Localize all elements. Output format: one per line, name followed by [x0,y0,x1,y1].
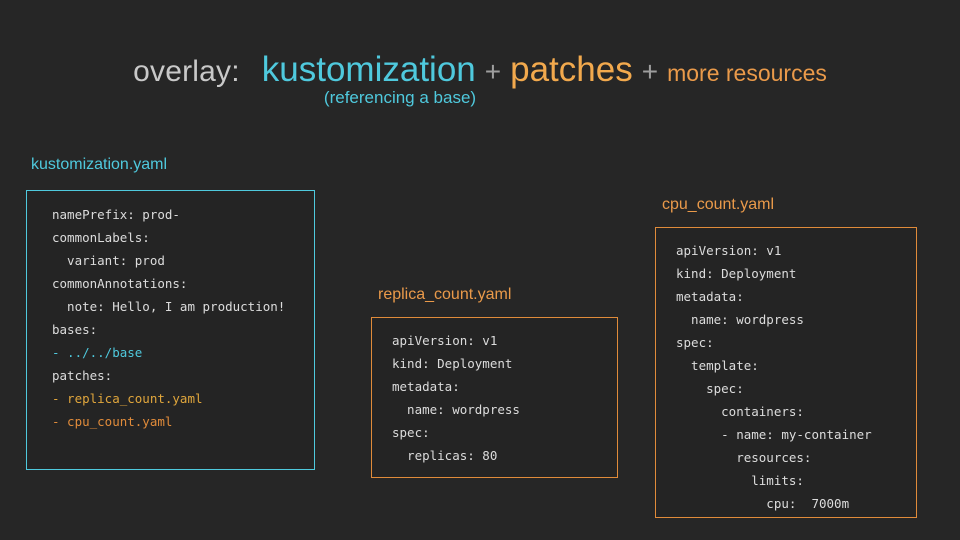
code-line: kind: Deployment [676,266,797,281]
code-line: commonAnnotations: [52,276,188,291]
code-block-replica-count-yaml: apiVersion: v1 kind: Deployment metadata… [371,317,618,478]
code-line: kind: Deployment [392,356,513,371]
card-title-cpu-count-yaml: cpu_count.yaml [662,196,775,213]
code-line: patches: [52,368,113,383]
code-line: spec: [392,425,430,440]
code-line: resources: [676,450,812,465]
code-block-kustomization-yaml: namePrefix: prod- commonLabels: variant:… [26,190,315,470]
title-kustomization: kustomization [261,50,476,89]
code-line: name: wordpress [392,402,520,417]
code-line: metadata: [392,379,460,394]
code-line: variant: prod [52,253,165,268]
title-plus-1: + [484,56,502,87]
code-line: limits: [676,473,804,488]
code-content-kustomization-yaml: namePrefix: prod- commonLabels: variant:… [27,191,314,433]
code-block-cpu-count-yaml: apiVersion: v1 kind: Deployment metadata… [655,227,917,518]
code-line: - name: my-container [676,427,872,442]
code-line-base-ref: - ../../base [52,345,143,360]
code-line: note: Hello, I am production! [52,299,286,314]
code-line: containers: [676,404,804,419]
card-title-replica-count-yaml: replica_count.yaml [378,286,512,303]
code-line: apiVersion: v1 [392,333,498,348]
code-line: commonLabels: [52,230,150,245]
code-line-patch-cpu: - cpu_count.yaml [52,414,173,429]
title-patches: patches [510,50,633,89]
slide-title: overlay: kustomization + patches + more resou… [0,50,960,90]
title-plus-2: + [641,56,659,87]
code-line: cpu: 7000m [676,496,850,511]
code-line: spec: [676,335,714,350]
code-line: bases: [52,322,98,337]
code-line: name: wordpress [676,312,804,327]
code-line: namePrefix: prod- [52,207,180,222]
code-content-cpu-count-yaml: apiVersion: v1 kind: Deployment metadata… [656,228,916,515]
code-line: apiVersion: v1 [676,243,782,258]
title-more-resources: more resources [667,60,827,86]
code-line: replicas: 80 [392,448,498,463]
code-content-replica-count-yaml: apiVersion: v1 kind: Deployment metadata… [372,318,617,467]
title-overlay-label: overlay: [133,55,240,88]
code-line-patch-replica: - replica_count.yaml [52,391,203,406]
slide-subtitle: (referencing a base) [323,88,477,107]
code-line: template: [676,358,759,373]
code-line: spec: [676,381,744,396]
card-title-kustomization-yaml: kustomization.yaml [31,156,168,173]
code-line: metadata: [676,289,744,304]
